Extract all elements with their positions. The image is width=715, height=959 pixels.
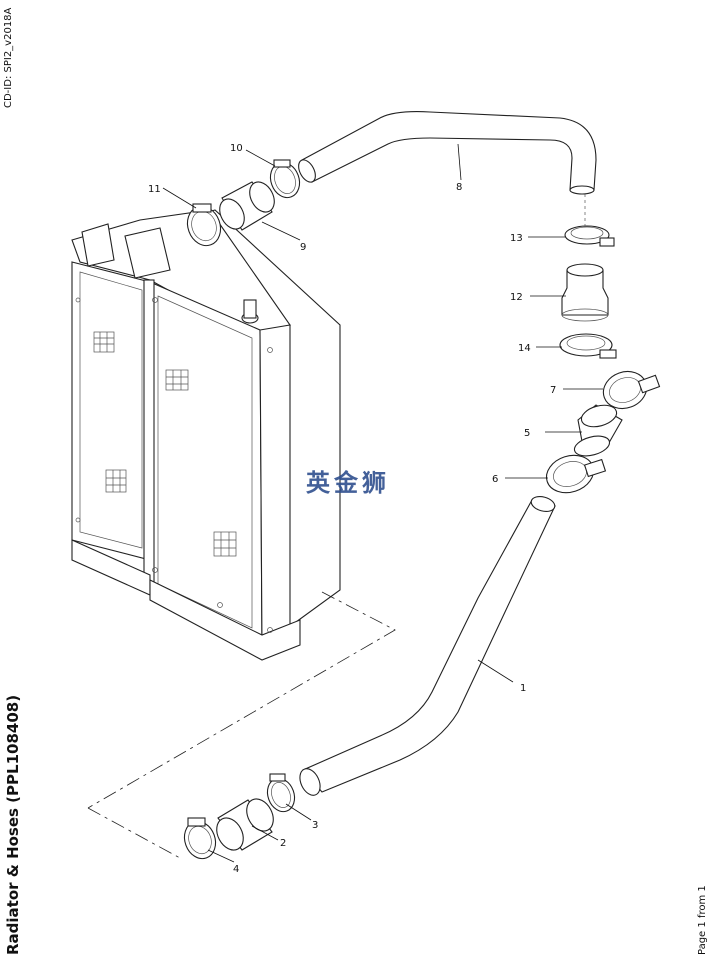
hose-clamp-14 [559, 333, 617, 359]
watermark: 英金狮 [306, 469, 390, 497]
callout-7: 7 [550, 385, 556, 396]
hose-clamp-7 [602, 370, 661, 410]
hose-clamp-6 [545, 454, 607, 494]
hose-clamp-3 [266, 773, 296, 813]
radiator-assembly [71, 209, 341, 661]
hose-clamp-13 [564, 225, 615, 247]
upper-hose-8 [298, 111, 597, 195]
hose-clamp-4 [183, 817, 217, 860]
hose-clamp-11 [186, 203, 222, 247]
callout-11: 11 [148, 184, 161, 195]
callouts: 1 2 3 4 5 6 7 8 9 10 11 12 13 14 [148, 143, 556, 875]
callout-12: 12 [510, 292, 523, 303]
lower-hose-1 [299, 496, 556, 796]
callout-13: 13 [510, 233, 523, 244]
hose-clamp-10 [269, 159, 301, 199]
hose-connector-2 [216, 798, 274, 851]
hose-connector-5 [573, 404, 623, 457]
assembly-center-lines [87, 591, 396, 859]
callout-3: 3 [312, 820, 318, 831]
hose-connector-9 [219, 181, 275, 231]
callout-10: 10 [230, 143, 243, 154]
callout-14: 14 [518, 343, 531, 354]
reducer-coupling-12 [561, 263, 609, 322]
callout-6: 6 [492, 474, 498, 485]
callout-1: 1 [520, 683, 526, 694]
leader-lines [162, 143, 603, 863]
callout-9: 9 [300, 242, 306, 253]
callout-5: 5 [524, 428, 530, 439]
callout-2: 2 [280, 838, 286, 849]
callout-8: 8 [456, 182, 462, 193]
callout-4: 4 [233, 864, 239, 875]
